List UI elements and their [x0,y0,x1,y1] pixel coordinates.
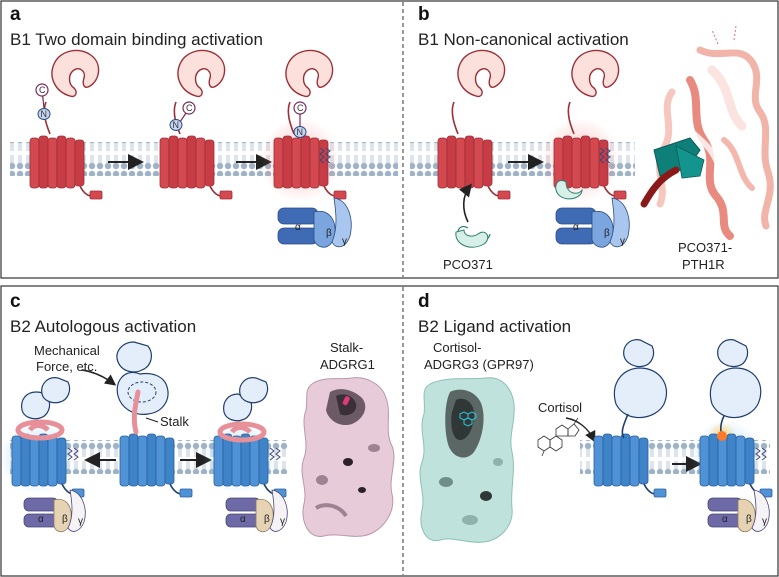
force-arrow [81,369,117,386]
b1-ecd-a1 [51,49,100,98]
g-beta-c1: β [62,514,68,525]
b2-ecd-d1 [613,339,668,439]
b2-ecd-c2 [116,341,169,415]
g-alpha-c1: α [38,514,44,525]
structure-d-label-2: ADGRG3 (GPR97) [424,357,534,372]
lipid-anchor-c1 [67,447,79,461]
lipid-anchor-a3 [319,147,331,164]
panel-b-title: B1 Non-canonical activation [418,30,629,49]
panel-d-letter: d [418,291,430,312]
cortisol-label: Cortisol [538,400,582,415]
panel-frame-top [0,0,779,279]
structure-c-label-2: ADGRG1 [320,357,375,372]
structure-b-label-2: PTH1R [682,257,725,272]
g-beta-c3: β [264,514,270,525]
peptide-ligand-a2: C N [169,101,196,131]
b1-ecd-b1 [457,49,506,98]
g-alpha-c3: α [240,514,246,525]
g-protein-d2 [707,489,770,533]
pco371-pth1r-structure [640,25,774,240]
cortisol-in-pocket [459,411,477,427]
svg-text:N: N [41,109,48,119]
stalk-c3 [217,421,267,443]
stalk-label: Stalk [160,414,189,429]
pco371-arrow [459,183,472,223]
peptide-ligand-a3: C N [293,101,307,138]
b1-ecd-a2 [177,49,226,98]
stalk-adgrg1-surface [301,377,395,537]
g-gamma-b2: γ [620,236,625,247]
svg-text:C: C [186,103,193,113]
g-gamma-c3: γ [280,516,285,527]
lipid-anchor-b2 [599,147,611,164]
svg-text:C: C [39,85,46,95]
g-protein-b2 [555,197,630,248]
panel-a-letter: a [10,4,21,25]
g-alpha-b2: α [573,222,579,233]
g-protein-c3 [225,489,288,533]
lipid-anchor-c3 [269,447,281,461]
cortisol-structure [537,417,580,457]
peptide-ligand-a1: C N [35,83,51,120]
panel-frame-bottom [0,285,779,577]
cortisol-arrow [565,417,596,443]
g-alpha-d2: α [722,514,728,525]
g-protein-a3 [277,197,352,248]
g-alpha-a3: α [295,222,301,233]
stalk-pointer [145,417,159,423]
structure-c-label-1: Stalk- [330,340,363,355]
structure-b-label-1: PCO371- [678,240,732,255]
g-protein-c1 [23,489,86,533]
panel-b-letter: b [418,4,430,25]
g-beta-b2: β [604,228,610,239]
stalk-c1 [15,419,65,441]
g-gamma-d2: γ [762,516,767,527]
force-label-1: Mechanical [34,343,100,358]
bound-cortisol-d2 [717,431,727,441]
g-gamma-c1: γ [78,516,83,527]
g-beta-d2: β [746,514,752,525]
force-label-2: Force, etc. [36,359,97,374]
b2-ecd-d2 [709,339,762,437]
panel-d-title: B2 Ligand activation [418,317,571,336]
pco371-label: PCO371 [443,257,493,272]
g-gamma-a3: γ [342,236,347,247]
b1-ecd-b2 [571,49,620,98]
structure-d-label-1: Cortisol- [433,340,481,355]
b2-ecd-c3 [223,377,269,422]
cortisol-adgrg3-surface [419,377,515,543]
panel-c-title: B2 Autologous activation [10,317,196,336]
panel-a-title: B1 Two domain binding activation [10,30,263,49]
pco371-bound [555,180,583,200]
svg-text:N: N [297,127,304,137]
b1-ecd-a3 [285,49,334,98]
b2-ecd-c1 [21,377,71,420]
g-beta-a3: β [326,228,332,239]
svg-text:N: N [173,120,180,130]
stalk-c2 [131,389,141,435]
pco371-molecule [455,226,491,248]
lipid-anchor-d2 [755,447,767,461]
panel-c-letter: c [10,291,21,312]
svg-text:C: C [297,103,304,113]
